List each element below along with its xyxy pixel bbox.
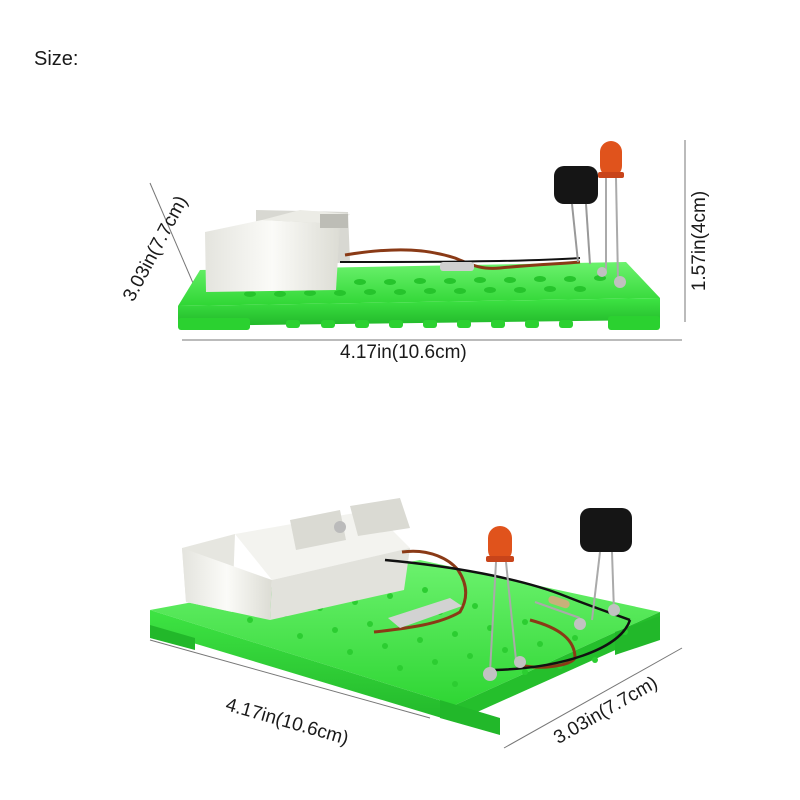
size-label: Size:	[34, 48, 79, 70]
depth-dimension-line	[149, 182, 197, 291]
terminal-screw	[574, 618, 586, 630]
buzzer-component	[554, 166, 598, 265]
brown-wire	[373, 549, 468, 634]
terminal-screw	[608, 604, 620, 616]
red-led-component	[598, 141, 624, 281]
terminal-screw	[483, 667, 497, 681]
black-wire	[339, 257, 581, 263]
buzzer-component	[580, 508, 632, 621]
resistor-component	[534, 595, 581, 619]
battery-holder-perspective	[182, 498, 410, 620]
terminal-screw	[514, 656, 526, 668]
battery-holder-side	[205, 210, 350, 292]
red-led-component	[486, 526, 517, 673]
width-dimension-line-bottom	[149, 639, 431, 719]
depth-dimension-line-bottom	[503, 647, 683, 749]
terminal-screw	[597, 267, 607, 277]
top-width-label: 4.17in(10.6cm)	[340, 342, 467, 363]
switch-plate	[440, 262, 474, 271]
black-wire	[494, 619, 632, 672]
terminal-screw	[614, 276, 626, 288]
top-height-label: 1.57in(4cm)	[689, 190, 711, 292]
black-wire	[384, 558, 631, 622]
switch-plate	[388, 598, 462, 628]
